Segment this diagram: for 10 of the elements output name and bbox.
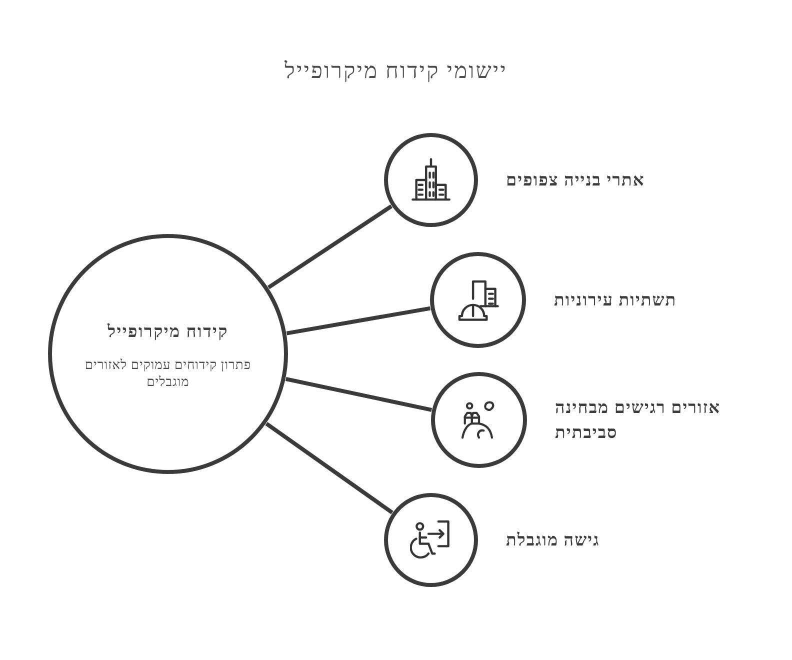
node-label: תשתיות עירוניות	[554, 290, 677, 312]
node-label: גישה מוגבלת	[506, 530, 600, 552]
connector-line	[286, 306, 431, 336]
node-title: קידוח מיקרופייל	[108, 320, 228, 342]
connector-line	[267, 204, 392, 290]
node-label: אתרי בנייה צפופים	[506, 170, 645, 192]
diagram-title: יישומי קידוח מיקרופייל	[284, 57, 508, 85]
node-label: אזורים רגישים מבחינה סביבתית	[555, 397, 722, 444]
connector-line	[265, 422, 394, 514]
node-description: פתרון קידוחים עמוקים לאזורים מוגבלים	[84, 356, 252, 390]
